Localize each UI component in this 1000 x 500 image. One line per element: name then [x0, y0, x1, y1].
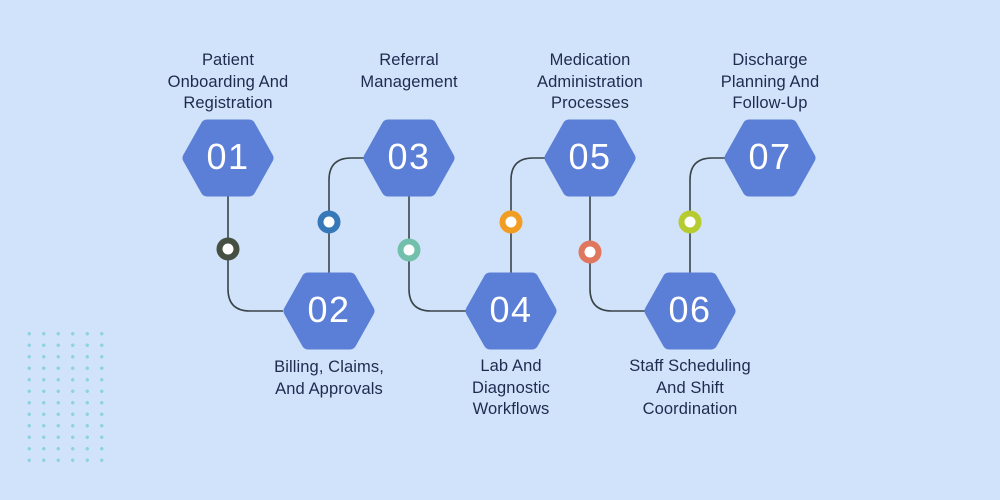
step-06-hexagon-icon [644, 272, 736, 350]
step-03-number: 03 [387, 136, 431, 177]
connector-path-04-05 [510, 157, 545, 273]
ring-orange-icon [499, 210, 523, 234]
connector-path-02-03 [328, 157, 364, 273]
decorative-dots-pattern [18, 324, 104, 468]
step-02-hexagon-icon [283, 272, 375, 350]
step-03-hexagon-icon [363, 119, 455, 197]
ring-chartreuse-icon [678, 210, 702, 234]
step-07-hexagon-icon [724, 119, 816, 197]
step-05-number: 05 [568, 136, 612, 177]
step-04-hexagon-icon [465, 272, 557, 350]
step-01-hexagon-icon [182, 119, 274, 197]
step-04-number: 04 [489, 289, 533, 330]
step-01-label: Patient Onboarding And Registration [167, 51, 289, 112]
connector-path-06-07 [689, 157, 725, 273]
ring-blue-icon [317, 210, 341, 234]
ring-teal-icon [397, 238, 421, 262]
connector-path-01-02 [227, 196, 283, 312]
step-03-label: Referral Management [360, 51, 458, 91]
step-02-number: 02 [307, 289, 351, 330]
ring-dark-olive-icon [216, 237, 240, 261]
step-02-label: Billing, Claims, And Approvals [274, 358, 384, 398]
step-06-label: Staff Scheduling And Shift Coordination [629, 357, 751, 418]
step-07-number: 07 [748, 136, 792, 177]
step-06-number: 06 [668, 289, 712, 330]
step-07-label: Discharge Planning And Follow-Up [720, 51, 820, 112]
step-05-label: Medication Administration Processes [537, 51, 643, 112]
step-04-label: Lab And Diagnostic Workflows [471, 357, 551, 418]
ring-coral-icon [578, 240, 602, 264]
connector-path-03-04 [408, 196, 466, 312]
step-05-hexagon-icon [544, 119, 636, 197]
connector-path-05-06 [589, 196, 645, 312]
step-01-number: 01 [206, 136, 250, 177]
